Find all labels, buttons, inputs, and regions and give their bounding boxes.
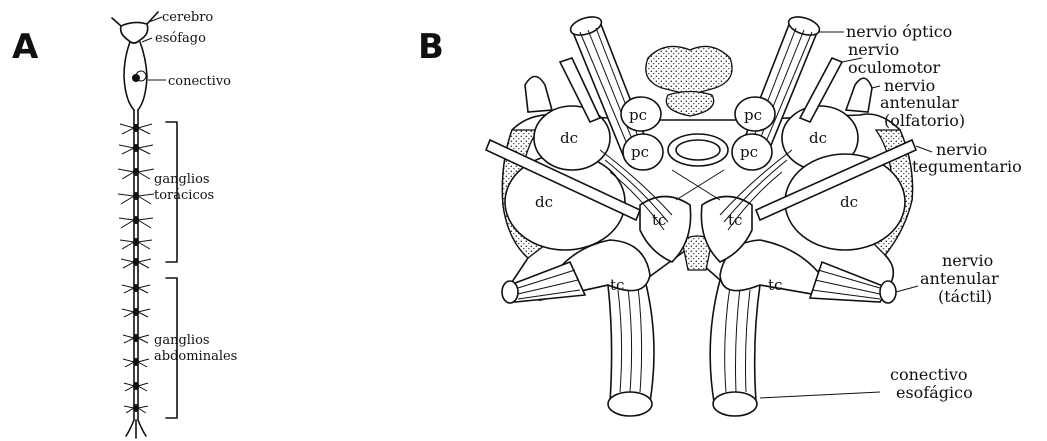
label-tegumentario-2: tegumentario	[912, 157, 1022, 176]
panel-a-letter: A	[12, 27, 39, 67]
region-tc: tc	[768, 276, 782, 294]
median-lower-stipple	[666, 92, 713, 117]
label-nervio-optico: nervio óptico	[846, 22, 952, 41]
median-body-stipple	[646, 46, 732, 95]
label-cerebro: cerebro	[162, 10, 213, 25]
panel-b-letter: B	[418, 27, 444, 67]
label-conectivo-esofagico-2: esofágico	[896, 383, 973, 402]
label-thoracic-2: torácicos	[154, 188, 214, 203]
abdominal-bracket	[166, 278, 177, 418]
label-oculomotor-2: oculomotor	[848, 58, 941, 77]
panel-a-leaders	[142, 17, 166, 80]
label-conectivo: conectivo	[168, 74, 231, 89]
region-dc: dc	[535, 193, 553, 211]
label-antenular-tac-2: antenular	[920, 269, 999, 288]
label-antenular-olf-2: antenular	[880, 93, 959, 112]
region-dc: dc	[809, 129, 827, 147]
label-abdominal-2: abdominales	[154, 349, 237, 364]
abdominal-ganglia-nerves	[122, 285, 150, 413]
region-pc: pc	[740, 143, 758, 161]
left-antennular-end	[502, 281, 518, 303]
label-antenular-tac-3: (táctil)	[938, 287, 992, 306]
label-oculomotor-1: nervio	[848, 40, 899, 59]
esophageal-connectives	[608, 280, 760, 416]
label-esofago: esófago	[155, 31, 206, 46]
label-antenular-tac-1: nervio	[942, 251, 993, 270]
region-pc: pc	[631, 143, 649, 161]
region-tc: tc	[610, 276, 624, 294]
left-connective-end	[608, 392, 652, 416]
region-dc: dc	[840, 193, 858, 211]
cord-tail	[126, 420, 146, 438]
left-olfactory	[525, 77, 552, 113]
central-ring-inner	[676, 140, 720, 160]
label-abdominal-1: ganglios	[154, 333, 210, 348]
region-dc: dc	[560, 129, 578, 147]
region-tc: tc	[728, 211, 742, 229]
ventral-nerve-cord	[112, 12, 158, 438]
region-pc: pc	[629, 106, 647, 124]
right-connective-tube	[710, 280, 760, 402]
label-thoracic-1: ganglios	[154, 172, 210, 187]
right-olfactory	[846, 78, 872, 112]
right-connective-end	[713, 392, 757, 416]
panel-a: A	[12, 10, 237, 438]
region-tc: tc	[652, 211, 666, 229]
panel-b: B	[418, 13, 1022, 416]
label-antenular-olf-3: (olfatorio)	[884, 111, 965, 130]
right-antennular-end	[880, 281, 896, 303]
label-conectivo-esofagico-1: conectivo	[890, 365, 968, 384]
region-pc: pc	[744, 106, 762, 124]
